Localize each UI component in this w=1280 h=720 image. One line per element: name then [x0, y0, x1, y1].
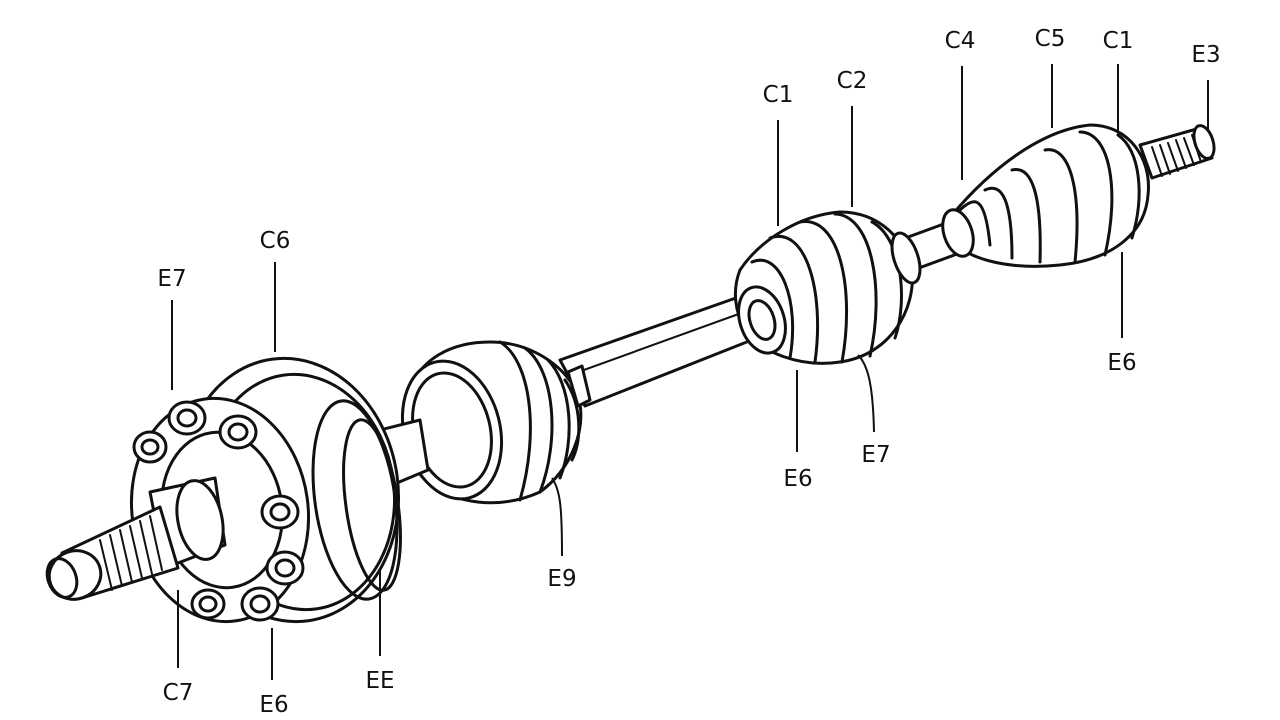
callout-c1-mid: C1 [763, 82, 794, 108]
callout-e3-right: E3 [1191, 42, 1220, 68]
callout-e6-mid: E6 [783, 466, 812, 492]
bolt [218, 414, 258, 450]
callout-c2-mid: C2 [837, 68, 868, 94]
bolt [190, 588, 226, 620]
callout-c4-right: C4 [945, 28, 976, 54]
bolt [240, 586, 280, 622]
bolt [132, 430, 168, 464]
callout-c7-left: C7 [163, 680, 194, 706]
bolt [265, 550, 305, 586]
callout-labels: C6 E7 C7 E6 EE E9 C1 C2 E6 E7 C4 C5 C1 E… [157, 26, 1220, 718]
leader-e7-mid [857, 354, 875, 433]
callout-e7-mid: E7 [861, 442, 890, 468]
callout-e6-right: E6 [1107, 350, 1136, 376]
callout-e9-mid: E9 [547, 566, 576, 592]
middle-cv-boot [734, 210, 922, 365]
bolt [167, 400, 207, 436]
bolt [260, 494, 300, 530]
callout-e6-left: E6 [259, 692, 288, 718]
callout-c6-left: C6 [260, 228, 291, 254]
right-cv-boot [941, 123, 1150, 268]
hub-bolts [132, 400, 305, 622]
callout-c1-right: C1 [1103, 28, 1134, 54]
callout-c5-right: C5 [1035, 26, 1066, 52]
leader-e9-mid [551, 477, 563, 557]
right-splined-end [1138, 124, 1216, 180]
left-splined-end [45, 476, 227, 601]
callout-ee-left: EE [365, 668, 394, 694]
callout-e7-left: E7 [157, 266, 186, 292]
leader-lines [171, 64, 1209, 680]
left-cv-boot [400, 340, 592, 505]
